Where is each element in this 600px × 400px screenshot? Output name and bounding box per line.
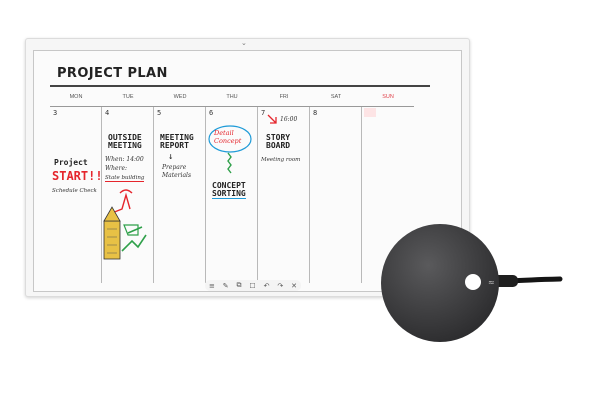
note-sorting: SORTING [212, 189, 246, 200]
note-state-building: State building [105, 175, 145, 183]
concept-bubble [208, 125, 252, 174]
arrow-icon [267, 114, 277, 124]
day-cell-mon[interactable]: 3 Project START!! Schedule Check [50, 107, 103, 283]
dongle-body [381, 224, 499, 342]
building-sketch [103, 189, 147, 260]
note-schedule-check: Schedule Check [52, 188, 97, 194]
chevron-down-icon[interactable]: ⌄ [241, 39, 247, 47]
copy-icon[interactable]: ⧉ [236, 281, 242, 289]
dongle-logo: ≈ [488, 278, 495, 287]
note-detail: Detail [214, 129, 234, 137]
close-icon[interactable]: ✕ [291, 281, 298, 290]
day-cell-fri[interactable]: 7 16:00 STORY BOARD Meeting room [258, 107, 310, 283]
day-label-thu: THU [226, 94, 238, 100]
day-cell-tue[interactable]: 4 OUTSIDE MEETING When: 14:00 Where: Sta… [102, 107, 154, 283]
flip-display: ⌄ PROJECT PLAN MON TUE WED THU FRI SAT S… [25, 38, 470, 297]
pen-icon[interactable]: ✎ [222, 281, 229, 290]
note-prepare: Prepare [162, 164, 187, 171]
whiteboard-screen[interactable]: PROJECT PLAN MON TUE WED THU FRI SAT SUN… [33, 50, 462, 292]
note-board: BOARD [266, 141, 291, 150]
note-story: STORY [266, 133, 291, 142]
note-concept: Concept [214, 137, 242, 145]
whiteboard-toolbar: ≡ ✎ ⧉ ☐ ↶ ↷ ✕ [205, 280, 301, 291]
note-where: Where: [105, 165, 128, 172]
note-meeting-room: Meeting room [261, 157, 301, 163]
wireless-dongle: ≈ [381, 224, 563, 342]
day-label-tue: TUE [122, 94, 134, 100]
note-meeting: MEETING [108, 141, 142, 150]
note-start: START!! [52, 169, 103, 183]
note-concept-heading: CONCEPT [212, 181, 246, 190]
dongle-led [465, 274, 481, 290]
day-label-sun: SUN [382, 94, 394, 100]
header-divider [50, 106, 414, 107]
day-cell-sat[interactable]: 8 [310, 107, 362, 283]
note-project: Project [54, 158, 88, 167]
date-number: 8 [313, 109, 318, 117]
date-number: 7 [261, 109, 266, 117]
note-when: When: 14:00 [105, 156, 144, 163]
date-number: 3 [53, 109, 58, 117]
menu-icon[interactable]: ≡ [208, 281, 215, 290]
calendar-grid: 3 Project START!! Schedule Check 4 OUTSI… [50, 107, 414, 283]
select-icon[interactable]: ☐ [249, 281, 256, 290]
date-number: 4 [105, 109, 110, 117]
undo-icon[interactable]: ↶ [263, 281, 270, 290]
day-label-sat: SAT [330, 94, 342, 100]
page-title: PROJECT PLAN [57, 66, 168, 81]
day-cell-wed[interactable]: 5 MEETING REPORT ↓ Prepare Materials [154, 107, 206, 283]
note-materials: Materials [162, 172, 192, 179]
date-number: 5 [157, 109, 162, 117]
redo-icon[interactable]: ↷ [277, 281, 284, 290]
weekday-header: MON TUE WED THU FRI SAT SUN [50, 94, 414, 104]
date-number: 6 [209, 109, 214, 117]
note-meeting: MEETING [160, 133, 194, 142]
note-outside: OUTSIDE [108, 133, 142, 142]
day-cell-sun[interactable] [362, 107, 414, 283]
day-label-mon: MON [69, 94, 83, 100]
note-time: 16:00 [280, 116, 298, 123]
day-label-wed: WED [173, 94, 187, 100]
day-cell-thu[interactable]: 6 Detail Concept CONCEPT SORTING [206, 107, 258, 283]
title-divider [50, 85, 430, 87]
day-label-fri: FRI [279, 94, 289, 100]
arrow-down-icon: ↓ [168, 152, 174, 162]
note-report: REPORT [160, 141, 189, 150]
